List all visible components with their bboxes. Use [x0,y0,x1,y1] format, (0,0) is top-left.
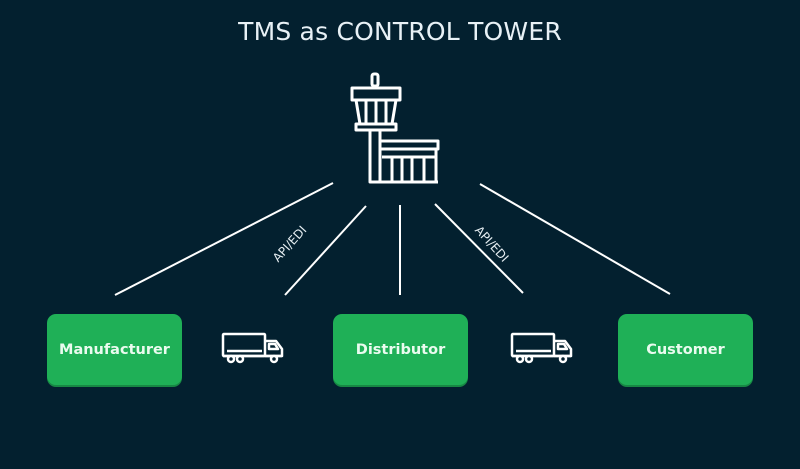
connector-truck-1 [284,205,367,296]
connector-customer [479,183,671,295]
diagram-title: TMS as CONTROL TOWER [238,17,562,46]
truck-icon [221,332,284,364]
node-manufacturer-label: Manufacturer [59,341,170,358]
connector-truck-2 [434,203,524,294]
node-customer-label: Customer [646,341,725,358]
node-manufacturer[interactable]: Manufacturer [47,314,182,385]
control-tower-icon [350,72,440,184]
node-customer[interactable]: Customer [618,314,753,385]
connector-manufacturer [114,182,334,296]
node-distributor[interactable]: Distributor [333,314,468,385]
truck-icon [510,332,573,364]
node-distributor-label: Distributor [355,341,446,358]
